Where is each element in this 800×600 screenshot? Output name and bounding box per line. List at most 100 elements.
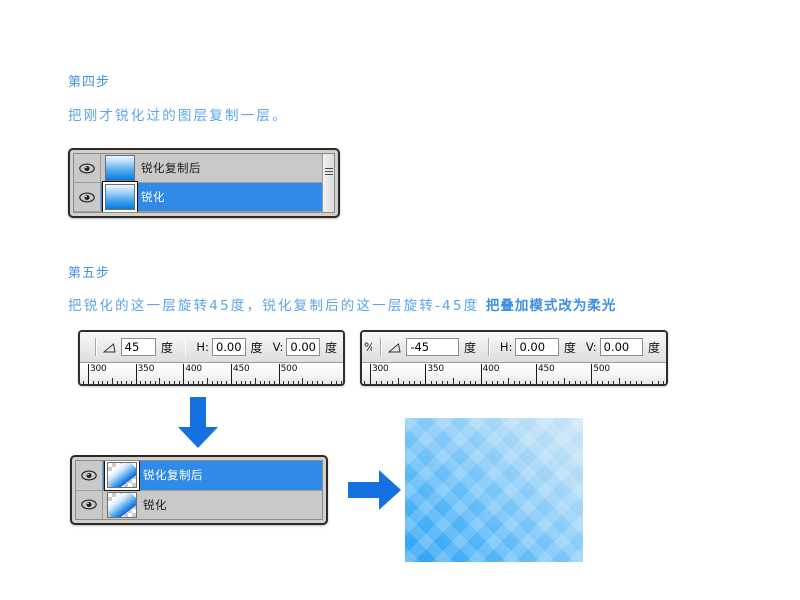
ruler-tick-minor — [558, 381, 559, 384]
ruler-tick-minor — [514, 381, 515, 384]
ruler-label: 500 — [280, 364, 298, 374]
layers-panel-step5[interactable]: 锐化复制后 锐化 — [70, 455, 328, 525]
ruler-tick-minor — [470, 381, 471, 384]
ruler-tick-minor — [341, 381, 342, 384]
layer-row[interactable]: 锐化复制后 — [74, 154, 334, 183]
layer-visibility-toggle[interactable] — [76, 490, 103, 519]
ruler-tick-minor — [542, 381, 543, 384]
ruler-tick-minor — [198, 381, 199, 384]
transform-options-widget-right[interactable]: % -45 度 H: 0.00 度 V: 0.00 度 300350400450… — [360, 330, 668, 386]
rotation-angle-input[interactable]: 45 — [120, 338, 156, 356]
ruler-tick-minor — [102, 381, 103, 384]
ruler-tick-minor — [274, 381, 275, 384]
ruler-tick-minor — [159, 378, 160, 384]
skew-v-input[interactable]: 0.00 — [599, 338, 643, 356]
ruler-tick-minor — [117, 381, 118, 384]
arrow-down-icon — [176, 397, 220, 449]
ruler-tick-minor — [658, 381, 659, 384]
ruler-tick-minor — [179, 381, 180, 384]
skew-h-unit: 度 — [250, 340, 263, 355]
ruler-tick-minor — [269, 381, 270, 384]
layer-name: 锐化复制后 — [143, 468, 203, 483]
ruler-label: 350 — [137, 364, 155, 374]
ruler-tick-minor — [453, 378, 454, 384]
ruler-tick-minor — [497, 381, 498, 384]
layer-row[interactable]: 锐化 — [74, 182, 334, 212]
ruler-tick-major — [88, 364, 89, 384]
layer-thumbnail-cell[interactable] — [101, 182, 140, 212]
layer-visibility-toggle[interactable] — [74, 183, 101, 211]
ruler-tick-minor — [525, 381, 526, 384]
ruler-tick-minor — [126, 381, 127, 384]
layer-thumbnail-cell[interactable] — [103, 461, 142, 491]
ruler-tick-minor — [625, 381, 626, 384]
ruler-tick-minor — [414, 381, 415, 384]
ruler-tick-minor — [298, 381, 299, 384]
scrollbar-grip-icon — [325, 168, 333, 177]
ruler-tick-minor — [288, 381, 289, 384]
angle-icon — [388, 342, 401, 352]
layer-visibility-toggle[interactable] — [76, 461, 103, 490]
ruler-tick-minor — [586, 381, 587, 384]
ruler-tick-minor — [150, 381, 151, 384]
ruler-tick-minor — [431, 381, 432, 384]
layer-row[interactable]: 锐化复制后 — [76, 461, 322, 491]
ruler-tick-minor — [492, 381, 493, 384]
ruler-tick-minor — [336, 381, 337, 384]
layer-row[interactable]: 锐化 — [76, 490, 322, 519]
ruler-tick-minor — [107, 381, 108, 384]
layers-panel-step4[interactable]: 锐化复制后 锐化 — [68, 148, 340, 218]
ruler-label: 450 — [232, 364, 250, 374]
ruler-tick-major — [370, 364, 371, 384]
ruler-tick-minor — [283, 381, 284, 384]
ruler-tick-minor — [519, 381, 520, 384]
ruler-tick-minor — [331, 381, 332, 384]
panel-scrollbar[interactable] — [322, 154, 334, 212]
ruler-label: 300 — [372, 364, 389, 374]
ruler-tick-minor — [436, 381, 437, 384]
ruler-tick-major — [135, 364, 137, 384]
skew-h-input[interactable]: 0.00 — [211, 338, 246, 356]
skew-h-label: H: — [499, 340, 513, 354]
skew-v-label: V: — [272, 340, 284, 354]
toolbar-divider — [95, 338, 97, 356]
ruler-tick-minor — [403, 381, 404, 384]
ruler-tick-minor — [221, 381, 222, 384]
ruler-label: 350 — [427, 364, 444, 374]
ruler-tick-minor — [236, 381, 237, 384]
ruler-tick-minor — [553, 381, 554, 384]
layer-thumbnail-cell[interactable] — [101, 155, 140, 181]
eye-icon — [79, 192, 95, 202]
ruler-tick-minor — [442, 381, 443, 384]
ruler-tick-major — [230, 364, 232, 384]
ruler-label: 400 — [185, 364, 202, 374]
ruler-tick-minor — [602, 381, 603, 384]
layers-list: 锐化复制后 锐化 — [73, 153, 335, 213]
ruler-tick-minor — [245, 381, 246, 384]
skew-v-input[interactable]: 0.00 — [286, 338, 320, 356]
layer-visibility-toggle[interactable] — [74, 154, 101, 182]
ruler-tick-minor — [226, 381, 227, 384]
ruler-tick-major — [425, 364, 427, 384]
rotation-angle-input[interactable]: -45 — [406, 338, 459, 356]
ruler-tick-minor — [169, 381, 170, 384]
ruler-label: 400 — [482, 364, 500, 374]
layer-thumbnail-cell[interactable] — [103, 491, 142, 518]
eye-icon — [81, 499, 97, 510]
skew-h-input[interactable]: 0.00 — [515, 338, 559, 356]
ruler-tick-minor — [250, 381, 251, 384]
skew-v-unit: 度 — [648, 340, 661, 355]
ruler-tick-minor — [398, 378, 399, 384]
ruler-tick-minor — [145, 381, 146, 384]
ruler-tick-minor — [392, 381, 393, 384]
ruler-tick-minor — [376, 381, 377, 384]
ruler-tick-major — [183, 364, 185, 384]
ruler-tick-minor — [580, 381, 581, 384]
step5-heading: 第五步 — [68, 266, 111, 281]
rotation-angle-unit: 度 — [463, 340, 476, 355]
ruler-tick-minor — [212, 381, 213, 384]
layer-thumbnail — [103, 182, 137, 212]
